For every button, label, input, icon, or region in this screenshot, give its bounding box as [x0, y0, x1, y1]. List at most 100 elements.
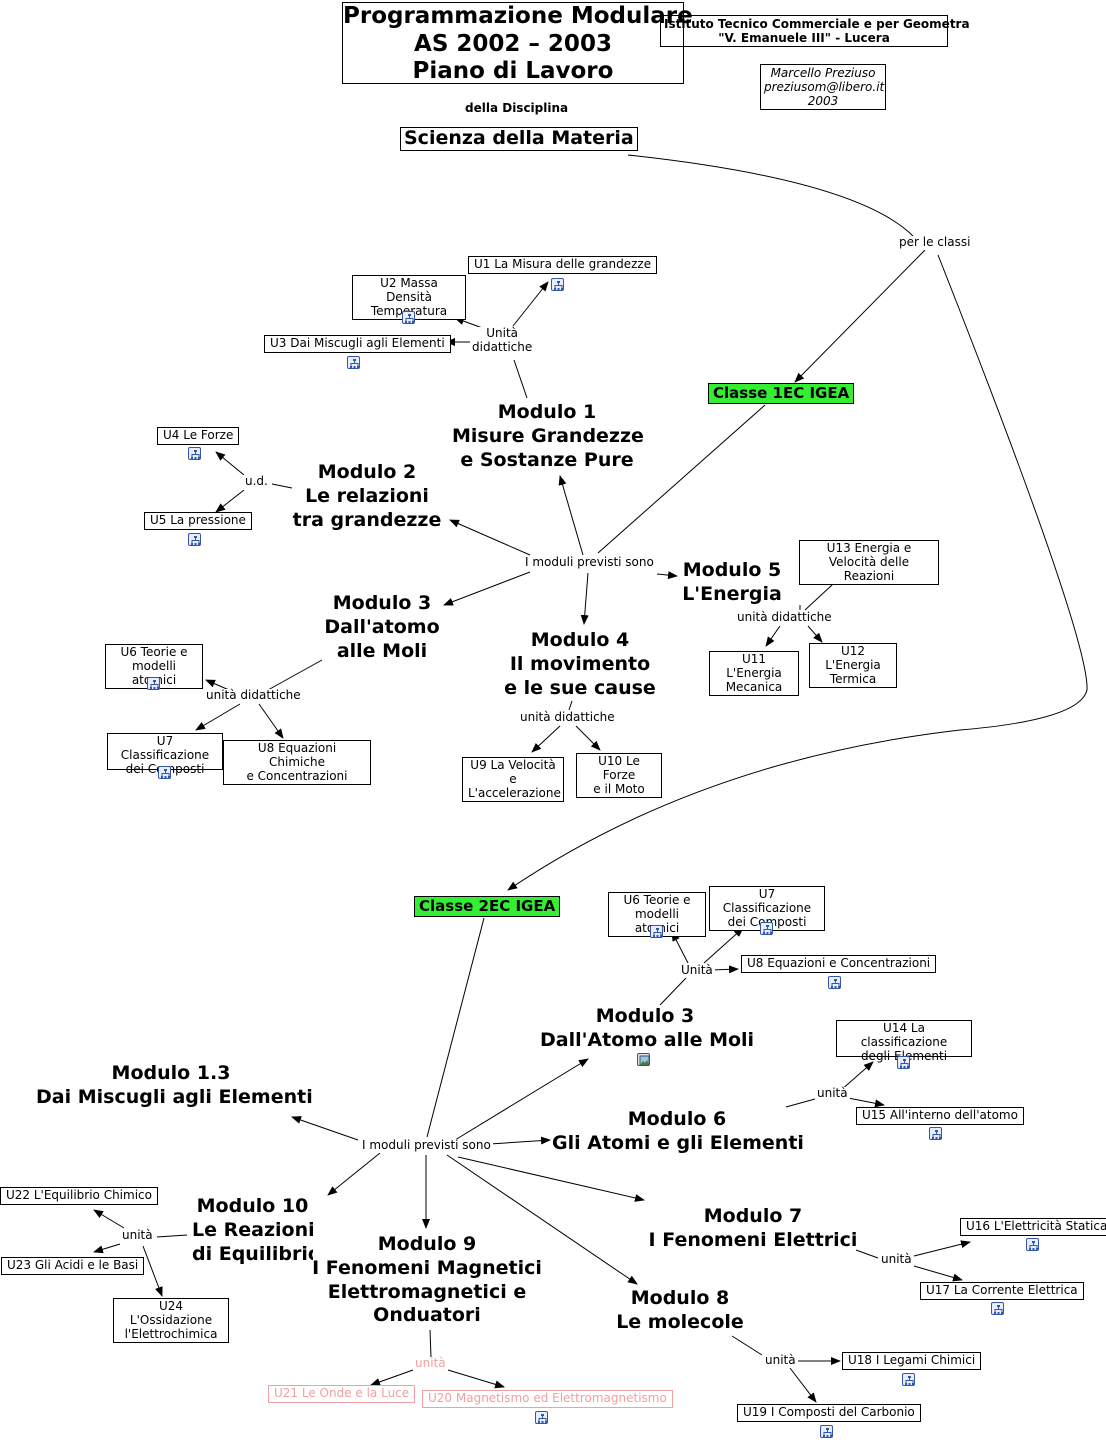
c2-u23-node[interactable]: U23 Gli Acidi e le Basi [1, 1257, 145, 1275]
c1-u9-line-2: L'accelerazione [468, 785, 561, 800]
c1-u2-line-2: Temperatura [358, 304, 460, 319]
c2-u19-node[interactable]: U19 I Composti del Carbonio [737, 1404, 921, 1422]
c1-m2-line-1: Modulo 2 [317, 461, 417, 483]
map-link-icon[interactable] [902, 1373, 915, 1386]
c2-modulo-8[interactable]: Modulo 8 Le molecole [610, 1287, 750, 1335]
c2-u20-node[interactable]: U20 Magnetismo ed Elettromagnetismo [422, 1390, 673, 1408]
map-link-icon[interactable] [158, 766, 171, 779]
c1-u9-line-1: U9 La Velocità e [470, 758, 556, 786]
c1-m1-link-label: Unità didattiche [470, 326, 535, 355]
c1-m2-line-2: Le relazioni [305, 484, 429, 507]
c1-u10-line-1: U10 Le Forze [598, 754, 640, 782]
c1-m3-link-label: unità didattiche [204, 688, 303, 703]
c1-u9-node[interactable]: U9 La Velocità e L'accelerazione [462, 757, 564, 803]
c1-u11-line-2: Mecanica [725, 679, 783, 694]
c2-m8-link-label: unità [763, 1353, 798, 1368]
map-link-icon[interactable] [551, 278, 564, 291]
c2-u21-node[interactable]: U21 Le Onde e la Luce [268, 1385, 416, 1403]
c2-u24-node[interactable]: U24 L'Ossidazione l'Elettrochimica [113, 1298, 229, 1344]
map-link-icon[interactable] [188, 447, 201, 460]
c1-modulo-1[interactable]: Modulo 1 Misure Grandezze e Sostanze Pur… [452, 401, 644, 472]
c2-modulo-6[interactable]: Modulo 6 Gli Atomi e gli Elementi [552, 1108, 804, 1156]
subject-node[interactable]: Scienza della Materia [400, 127, 638, 151]
c2-m8-line-2: Le molecole [616, 1310, 744, 1333]
c1-m5-line-1: Modulo 5 [682, 559, 782, 581]
map-link-icon[interactable] [402, 311, 415, 324]
map-link-icon[interactable] [347, 356, 360, 369]
c1-m5-link-label: unità didattiche [735, 610, 834, 625]
c1-m5-line-2: L'Energia [682, 582, 782, 605]
c2-u15-node[interactable]: U15 All'interno dell'atomo [856, 1107, 1024, 1125]
classe-2ec-node[interactable]: Classe 2EC IGEA [414, 896, 561, 918]
author-box: Marcello Preziuso preziusom@libero.it 20… [760, 64, 886, 110]
map-link-icon[interactable] [991, 1302, 1004, 1315]
c2-u14-line-2: degli Elementi [860, 1048, 948, 1063]
c1-m1-link-line-2: didattiche [472, 339, 533, 354]
c2-u14-node[interactable]: U14 La classificazione degli Elementi [836, 1020, 972, 1062]
image-link-icon[interactable] [637, 1053, 650, 1066]
map-link-icon[interactable] [828, 976, 841, 989]
c2-u22-node[interactable]: U22 L'Equilibrio Chimico [0, 1187, 158, 1205]
c1-u5-node[interactable]: U5 La pressione [144, 512, 252, 530]
c1-u7-node[interactable]: U7 Classificazione dei Composti [107, 733, 223, 775]
c2-m10-link-label: unità [120, 1228, 155, 1243]
c1-modulo-4[interactable]: Modulo 4 Il movimento e le sue cause [490, 629, 670, 700]
c2-u16-node[interactable]: U16 L'Elettricità Statica [960, 1218, 1106, 1236]
c2-modulo-3[interactable]: Modulo 3 Dall'Atomo alle Moli [540, 1005, 755, 1053]
c2-modulo-10[interactable]: Modulo 10 Le Reazioni di Equilibrio [192, 1195, 313, 1266]
classe-1ec-node[interactable]: Classe 1EC IGEA [708, 383, 855, 405]
map-link-icon[interactable] [535, 1411, 548, 1424]
c1-u11-node[interactable]: U11 L'Energia Mecanica [709, 651, 799, 697]
c2-modulo-1-3[interactable]: Modulo 1.3 Dai Miscugli agli Elementi [36, 1062, 313, 1110]
institute-line-2: "V. Emanuele III" - Lucera [718, 30, 890, 45]
c1-m1-line-3: e Sostanze Pure [460, 448, 634, 471]
c1-modulo-3[interactable]: Modulo 3 Dall'atomo alle Moli [312, 592, 452, 663]
c1-m1-line-1: Modulo 1 [497, 401, 597, 423]
c1-u12-node[interactable]: U12 L'Energia Termica [809, 643, 897, 689]
institute-line-1: Istituto Tecnico Commerciale e per Geome… [664, 17, 970, 31]
c2-m3-line-1: Modulo 3 [595, 1005, 695, 1027]
map-link-icon[interactable] [147, 677, 160, 690]
c1-modulo-5[interactable]: Modulo 5 L'Energia [674, 559, 790, 607]
c1-u4-node[interactable]: U4 Le Forze [157, 427, 240, 445]
c2-m6-line-1: Modulo 6 [627, 1108, 727, 1130]
c1-u10-line-2: e il Moto [593, 781, 645, 796]
title-line-3: Piano di Lavoro [412, 58, 614, 85]
c2-u8-node[interactable]: U8 Equazioni e Concentrazioni [741, 955, 937, 973]
c1-u12-line-1: U12 L'Energia [825, 644, 881, 672]
c2-modulo-7[interactable]: Modulo 7 I Fenomeni Elettrici [648, 1205, 858, 1253]
c2-m9-link-label: unità [413, 1356, 448, 1371]
c2-u6-line-1: U6 Teorie e [623, 893, 691, 907]
c1-u13-node[interactable]: U13 Energia e Velocità delle Reazioni [799, 540, 939, 586]
c2-u18-node[interactable]: U18 I Legami Chimici [842, 1352, 982, 1370]
c2-u24-line-2: l'Elettrochimica [124, 1326, 218, 1341]
c2-m9-line-3: Elettromagnetici e [327, 1280, 527, 1303]
title-line-1: Programmazione Modulare [343, 3, 693, 29]
c1-u1-node[interactable]: U1 La Misura delle grandezze [468, 256, 658, 274]
c2-m10-line-2: Le Reazioni [192, 1218, 313, 1241]
map-link-icon[interactable] [650, 925, 663, 938]
c2-modulo-9[interactable]: Modulo 9 I Fenomeni Magnetici Elettromag… [312, 1233, 542, 1328]
c2-m6-link-label: unità [815, 1086, 850, 1101]
c2-m9-line-2: I Fenomeni Magnetici [312, 1256, 542, 1279]
author-email[interactable]: preziusom@libero.it [764, 79, 885, 94]
map-link-icon[interactable] [929, 1127, 942, 1140]
discipline-label: della Disciplina [465, 101, 569, 115]
map-link-icon[interactable] [188, 533, 201, 546]
map-link-icon[interactable] [820, 1425, 833, 1438]
map-link-icon[interactable] [897, 1056, 910, 1069]
c1-moduli-label: I moduli previsti sono [523, 555, 656, 570]
c1-u10-node[interactable]: U10 Le Forze e il Moto [576, 753, 662, 799]
c1-m4-link-label: unità didattiche [518, 710, 617, 725]
c1-modulo-2[interactable]: Modulo 2 Le relazioni tra grandezze [292, 461, 442, 532]
c1-m1-line-2: Misure Grandezze [452, 424, 644, 447]
c2-u17-node[interactable]: U17 La Corrente Elettrica [920, 1282, 1084, 1300]
c1-u3-node[interactable]: U3 Dai Miscugli agli Elementi [264, 335, 451, 353]
c1-u8-node[interactable]: U8 Equazioni Chimiche e Concentrazioni [223, 740, 371, 786]
c2-m13-line-2: Dai Miscugli agli Elementi [36, 1085, 313, 1108]
c2-u7-line-2: dei Composti [727, 914, 807, 929]
c1-u2-line-1: U2 Massa Densità [380, 276, 438, 304]
c2-m3-line-2: Dall'Atomo alle Moli [540, 1028, 755, 1051]
map-link-icon[interactable] [1026, 1238, 1039, 1251]
map-link-icon[interactable] [760, 922, 773, 935]
